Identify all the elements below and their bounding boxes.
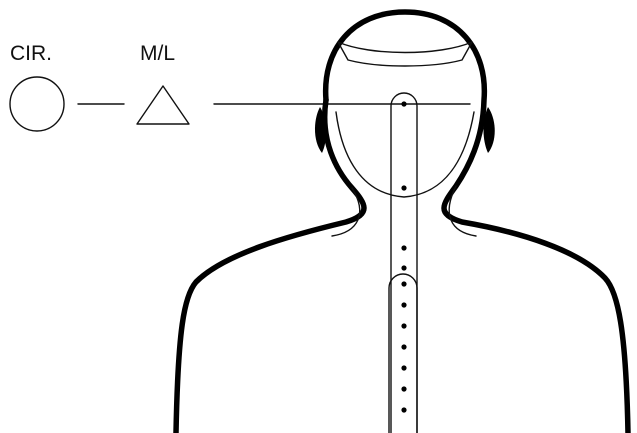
spine-dot xyxy=(401,323,406,328)
cap-line xyxy=(338,42,472,66)
spine-dot xyxy=(401,365,406,370)
circle-symbol xyxy=(10,77,64,131)
upper-spine-strip xyxy=(391,93,417,433)
spine-dot xyxy=(401,281,406,286)
shoulder-left-outline xyxy=(176,100,364,433)
spine-dot xyxy=(401,344,406,349)
neck-right-line xyxy=(449,186,476,236)
spine-dot xyxy=(401,386,406,391)
head-outline xyxy=(326,12,628,433)
spine-dot xyxy=(401,185,406,190)
spine-dot xyxy=(401,245,406,250)
neck-left-line xyxy=(332,188,360,236)
spine-dot xyxy=(401,265,406,270)
circle-legend-label: CIR. xyxy=(10,42,52,65)
spine-dot xyxy=(401,101,406,106)
spine-dot xyxy=(401,407,406,412)
spine-dot xyxy=(401,302,406,307)
upper-spine-dots xyxy=(401,101,406,270)
triangle-legend-label: M/L xyxy=(140,42,175,65)
jaw-contour xyxy=(336,112,474,197)
triangle-symbol xyxy=(137,86,189,124)
lower-spine-dots xyxy=(401,281,406,412)
